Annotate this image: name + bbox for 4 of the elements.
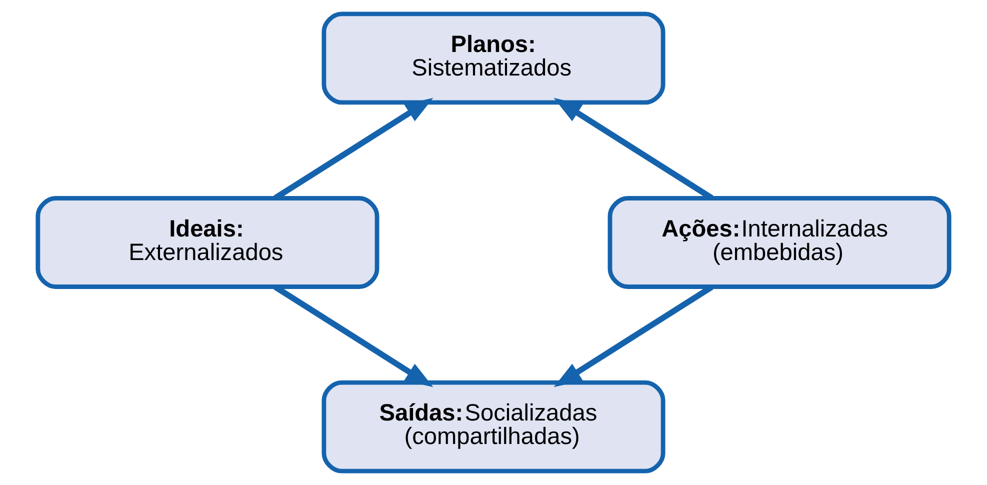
node-box: Ideais: Externalizados <box>36 196 380 289</box>
node-box: Planos: Sistematizados <box>322 12 666 105</box>
node-box: Saídas:Socializadas (compartilhadas) <box>322 380 666 474</box>
node-box: Ações:Internalizadas (embebidas) <box>608 196 952 289</box>
